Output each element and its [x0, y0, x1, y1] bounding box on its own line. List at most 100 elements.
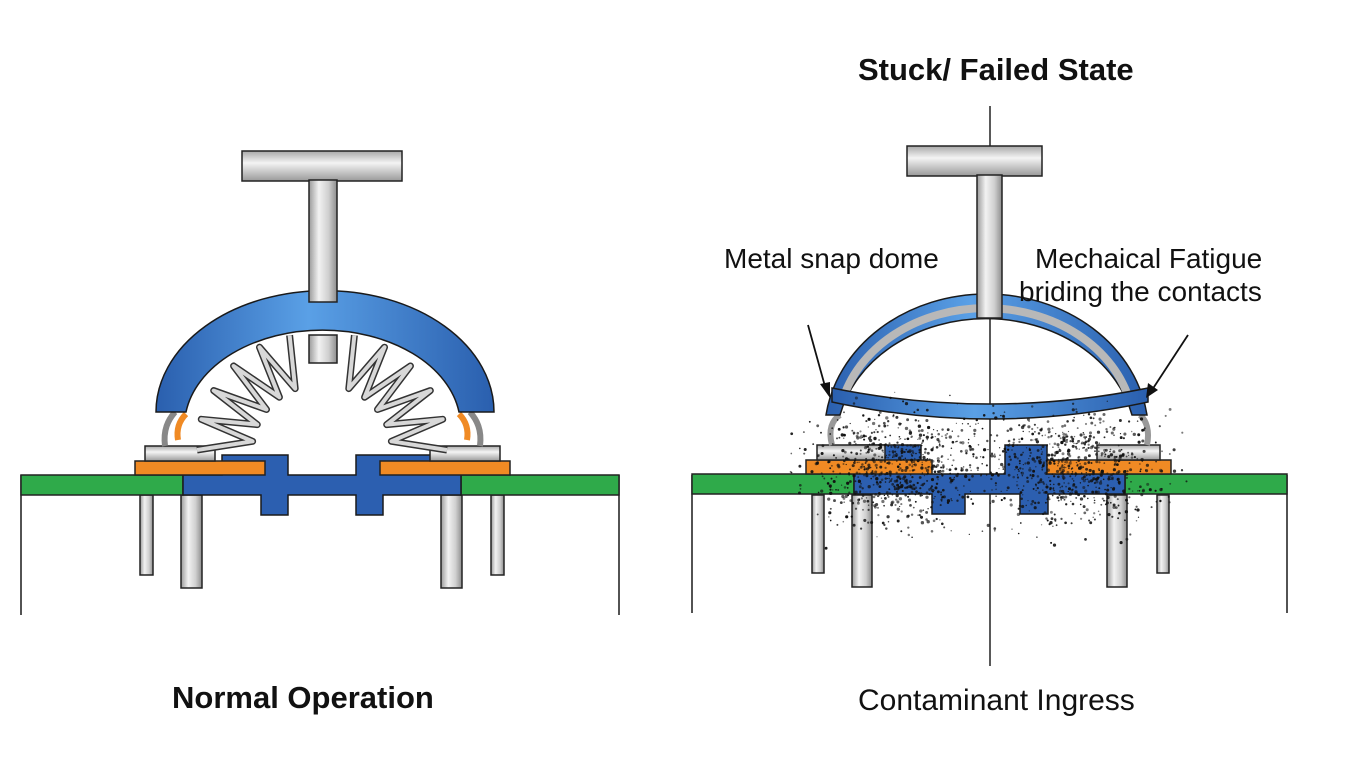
- contaminant-particle: [922, 434, 925, 437]
- contaminant-particle: [911, 536, 913, 538]
- contaminant-particle: [877, 424, 881, 428]
- contaminant-particle: [1127, 420, 1131, 423]
- contaminant-particle: [900, 454, 904, 458]
- contaminant-particle: [1061, 485, 1064, 488]
- contaminant-particle: [876, 430, 879, 434]
- contaminant-particle: [1172, 469, 1177, 473]
- contaminant-particle: [1052, 475, 1056, 478]
- contaminant-particle: [858, 468, 860, 471]
- contaminant-particle: [1062, 478, 1065, 480]
- contaminant-particle: [1018, 504, 1022, 508]
- contaminant-particle: [995, 495, 997, 497]
- contaminant-particle: [1075, 410, 1078, 414]
- contaminant-particle: [913, 444, 917, 448]
- contaminant-particle: [867, 466, 871, 469]
- contaminant-particle: [905, 466, 909, 470]
- contaminant-particle: [799, 488, 802, 490]
- dome-leg-left: [827, 412, 842, 446]
- contaminant-particle: [1062, 459, 1065, 461]
- contaminant-particle: [1026, 417, 1030, 421]
- contaminant-particle: [880, 471, 883, 474]
- contaminant-particle: [1145, 469, 1149, 473]
- contaminant-particle: [1075, 496, 1078, 499]
- contaminant-particle: [1004, 449, 1006, 451]
- contaminant-particle: [1159, 487, 1163, 492]
- contaminant-particle: [908, 431, 913, 435]
- contaminant-particle: [962, 417, 966, 421]
- contaminant-particle: [842, 462, 845, 466]
- contaminant-particle: [1087, 454, 1091, 458]
- contaminant-particle: [934, 435, 936, 438]
- contaminant-particle: [828, 484, 832, 488]
- contaminant-particle: [951, 430, 953, 432]
- contaminant-particle: [1106, 472, 1109, 475]
- contaminant-particle: [851, 429, 854, 432]
- contaminant-particle: [832, 454, 835, 457]
- contaminant-particle: [888, 453, 891, 457]
- contaminant-particle: [1137, 490, 1139, 492]
- contaminant-particle: [1124, 470, 1127, 472]
- contaminant-particle: [866, 450, 870, 454]
- spring-coil: [196, 335, 448, 452]
- contaminant-particle: [1055, 469, 1060, 474]
- contaminant-particle: [1049, 483, 1052, 486]
- contaminant-particle: [907, 498, 912, 502]
- contaminant-particle: [1044, 501, 1047, 504]
- contaminant-particle: [1009, 458, 1012, 461]
- contaminant-particle: [878, 474, 881, 477]
- contaminant-particle: [973, 428, 977, 432]
- contaminant-particle: [1139, 417, 1144, 421]
- contaminant-particle: [1131, 490, 1134, 492]
- plunger-cap: [906, 145, 1043, 177]
- contaminant-particle: [874, 418, 876, 421]
- contaminant-particle: [859, 527, 863, 530]
- contaminant-particle: [1061, 452, 1065, 456]
- contaminant-particle: [889, 434, 892, 437]
- contaminant-particle: [1000, 414, 1002, 417]
- contaminant-particle: [1094, 450, 1096, 452]
- contaminant-particle: [1119, 436, 1123, 440]
- contaminant-particle: [1092, 478, 1095, 481]
- contaminant-particle: [1134, 508, 1137, 511]
- contaminant-particle: [1071, 477, 1074, 480]
- contaminant-particle: [927, 507, 929, 510]
- contaminant-particle: [1136, 457, 1139, 460]
- contaminant-particle: [1036, 455, 1039, 459]
- contaminant-particle: [1094, 441, 1099, 445]
- contaminant-particle: [1048, 498, 1051, 501]
- contaminant-particle: [912, 506, 915, 509]
- contaminant-particle: [1046, 458, 1049, 461]
- contaminant-particle: [936, 457, 940, 461]
- contaminant-particle: [1033, 430, 1036, 433]
- contaminant-particle: [1113, 455, 1117, 459]
- contaminant-particle: [946, 432, 949, 435]
- contaminant-particle: [861, 463, 864, 466]
- contaminant-particle: [1070, 500, 1072, 503]
- contaminant-particle: [846, 487, 849, 489]
- contaminant-particle: [857, 479, 862, 484]
- contaminant-particle: [967, 422, 969, 425]
- contaminant-particle: [876, 482, 880, 486]
- contaminant-particle: [995, 484, 997, 487]
- contaminant-particle: [835, 476, 838, 478]
- contaminant-particle: [1003, 411, 1006, 413]
- contaminant-particle: [907, 533, 911, 537]
- contaminant-particle: [845, 515, 849, 519]
- contaminant-particle: [1058, 448, 1061, 450]
- contaminant-particle: [1018, 462, 1021, 465]
- contaminant-particle: [1017, 468, 1020, 471]
- contaminant-particle: [1087, 439, 1090, 443]
- contaminant-particle: [980, 474, 983, 476]
- contaminant-particle: [836, 463, 840, 467]
- contaminant-particle: [949, 472, 952, 475]
- contaminant-particle: [990, 452, 994, 455]
- contaminant-particle: [820, 431, 822, 434]
- contaminant-particle: [1051, 427, 1054, 429]
- contaminant-particle: [902, 458, 905, 461]
- contaminant-particle: [1017, 532, 1020, 535]
- contaminant-particle: [1053, 489, 1055, 492]
- contaminant-particle: [1096, 490, 1100, 494]
- contaminant-particle: [882, 451, 884, 453]
- contaminant-particle: [1155, 501, 1157, 503]
- contaminant-particle: [916, 481, 919, 485]
